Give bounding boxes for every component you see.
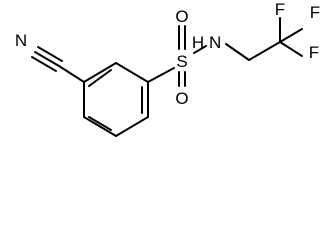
fluorine-top-right-label: F — [310, 3, 320, 22]
oxygen-top-label: O — [175, 7, 188, 26]
ring-bond-4 — [83, 116, 117, 137]
amide-hydrogen-label: H — [192, 33, 204, 52]
molecule-structure: N S O O N H F F F — [15, 0, 320, 137]
ring-to-nitrile-carbon-bond — [58, 65, 85, 83]
sulfur-to-nitrogen-bond — [193, 45, 207, 54]
ring-double-bond-2 — [88, 116, 112, 131]
trifluoroethyl-group — [225, 17, 303, 61]
carbon-fluorine-right-bond — [279, 28, 303, 43]
ring-bond-6 — [83, 62, 117, 83]
ring-double-bond-3 — [88, 69, 112, 87]
nitrile-group — [31, 46, 85, 83]
carbon-fluorine-bottom-bond — [279, 41, 303, 57]
nitrile-nitrogen-label: N — [15, 31, 27, 50]
amide-nitrogen-label: N — [209, 33, 221, 52]
fluorine-right-label: F — [309, 43, 319, 62]
oxygen-bottom-label: O — [175, 89, 188, 108]
ring-bond-1 — [115, 62, 149, 83]
ring-bond-3 — [115, 116, 149, 137]
ring-to-sulfur-bond — [147, 67, 175, 83]
triple-bond-line-3 — [31, 56, 57, 72]
ch2-to-cf3-bond — [248, 41, 281, 61]
nitrogen-to-ch2-bond — [225, 43, 250, 61]
sulfur-label: S — [176, 52, 187, 71]
triple-bond-line-1 — [34, 51, 60, 67]
sulfonyl-group — [147, 25, 207, 87]
benzene-ring — [83, 62, 149, 137]
triple-bond-line-2 — [37, 46, 63, 62]
fluorine-top-left-label: F — [275, 0, 285, 19]
